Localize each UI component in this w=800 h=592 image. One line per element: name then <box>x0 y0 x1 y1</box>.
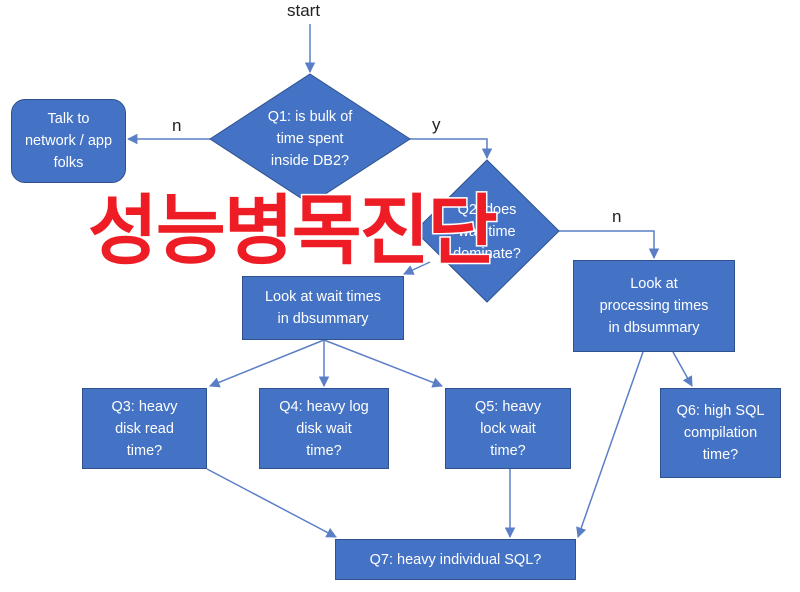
look-processing-times-box: Look at processing times in dbsummary <box>573 260 735 352</box>
q1-yes-label: y <box>432 115 441 134</box>
arrow-look-wait-q5 <box>323 339 443 388</box>
arrow-look-proc-q6 <box>672 351 693 387</box>
q1-no-label: n <box>172 116 182 135</box>
overlay-title: 성능병목진단 <box>87 185 500 277</box>
q6-box: Q6: high SQL compilation time? <box>660 388 781 478</box>
q3-box: Q3: heavy disk read time? <box>82 388 207 469</box>
arrow-q2-look-wait <box>403 261 431 275</box>
arrow-look-wait-q3 <box>209 339 325 388</box>
start-label: start <box>287 1 321 20</box>
q2-diamond <box>414 159 560 303</box>
q2-question: Q2: does wait time dominate? <box>453 202 521 262</box>
look-wait-times-box: Look at wait times in dbsummary <box>242 276 404 340</box>
arrow-look-proc-q7 <box>576 351 644 538</box>
q7-box: Q7: heavy individual SQL? <box>335 539 576 580</box>
q4-box: Q4: heavy log disk wait time? <box>259 388 389 469</box>
arrow-q1-q2 <box>409 138 493 160</box>
talk-to-network-box: Talk to network / app folks <box>11 99 126 183</box>
q5-box: Q5: heavy lock wait time? <box>445 388 571 469</box>
arrow-q2-look-proc <box>559 230 660 260</box>
q2-no-label: n <box>612 207 622 226</box>
arrow-q3-q7 <box>206 468 337 538</box>
q1-question: Q1: is bulk of time spent inside DB2? <box>267 109 353 169</box>
q1-diamond <box>209 73 411 205</box>
